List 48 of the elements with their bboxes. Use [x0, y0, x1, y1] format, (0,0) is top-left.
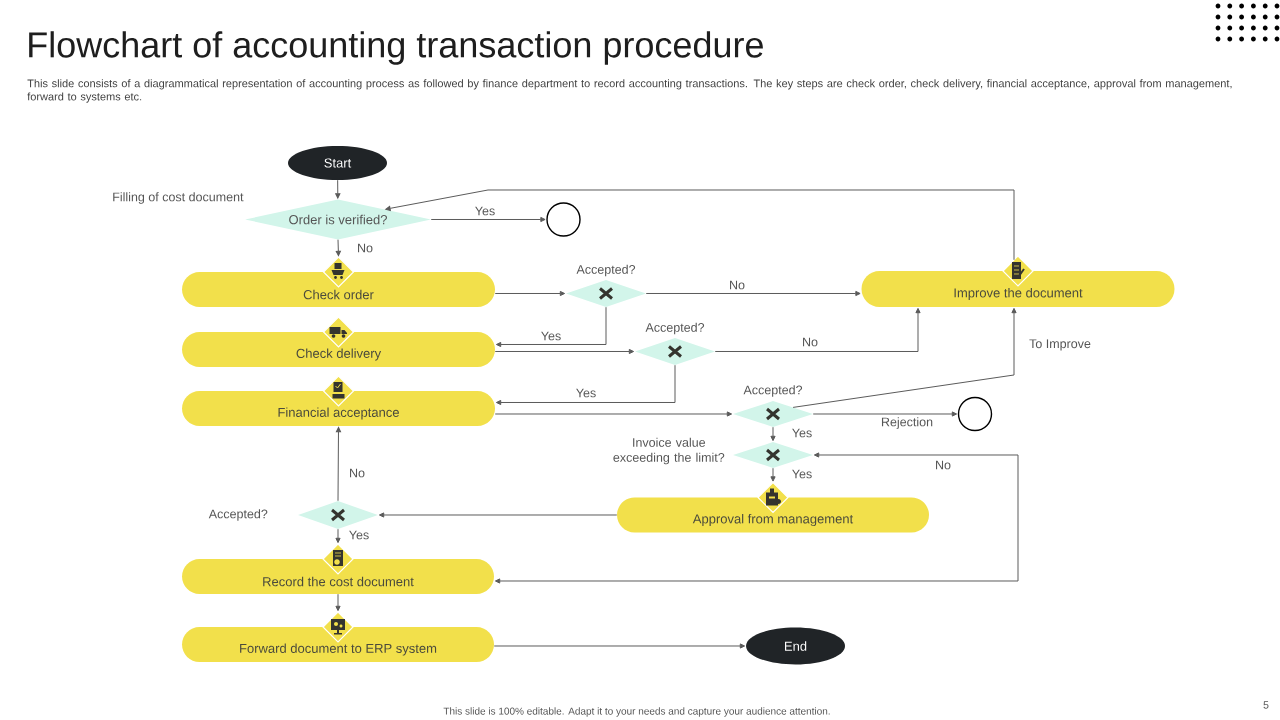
edge-label: No — [350, 468, 365, 478]
arrow — [493, 643, 746, 649]
arrow — [494, 411, 733, 417]
arrow — [335, 426, 342, 502]
arrow — [378, 512, 618, 518]
description-text: This slide consists of a diagrammatical representation of accounting process as followed by finance department to record accounting transactions. The key steps are check order, check delivery, financial acceptance, approval from management, forward to systems etc. — [27, 79, 1232, 103]
end-circle — [957, 396, 993, 432]
arrow — [335, 179, 341, 199]
arrow — [770, 426, 776, 442]
arrow — [714, 307, 921, 352]
arrow — [385, 189, 1015, 261]
edge-label: No — [730, 280, 745, 290]
arrow — [770, 467, 776, 482]
edge-label: No — [803, 337, 818, 347]
arrow — [335, 593, 341, 612]
page-number: 5 — [1263, 701, 1269, 709]
double-arrow — [494, 452, 1019, 584]
arrow — [792, 307, 1017, 408]
edge-label: Yes — [792, 469, 812, 479]
decision-label: Accepted? — [743, 385, 803, 397]
arrow — [430, 216, 546, 223]
edge-label: Yes — [349, 530, 369, 540]
decision-label: Invoice value exceeding the limit? — [613, 437, 725, 465]
edge-label: No — [936, 460, 951, 470]
edge-label: To Improve — [1029, 339, 1091, 351]
terminal-oval: Start — [288, 146, 387, 180]
arrow — [494, 348, 635, 355]
arrow — [335, 528, 341, 544]
arrow — [335, 239, 341, 257]
end-circle — [546, 202, 581, 237]
arrow — [495, 306, 607, 348]
edge-label: No — [358, 243, 373, 253]
arrow — [812, 411, 958, 417]
edge-label: Rejection — [881, 417, 933, 429]
footer-text: This slide is 100% editable. Adapt it to your needs and capture your audience attention. — [443, 707, 830, 717]
terminal-oval: End — [746, 627, 845, 665]
decision-label: Accepted? — [645, 322, 705, 335]
edge-label: Yes — [541, 331, 561, 341]
decision-label: Accepted? — [576, 264, 636, 277]
edge-label: Yes — [576, 388, 596, 398]
title: Flowchart of accounting transaction procedure — [29, 31, 763, 65]
arrow — [645, 290, 861, 297]
edge-label: Yes — [792, 428, 812, 438]
arrow — [494, 290, 566, 297]
arrow — [495, 364, 676, 406]
edge-label: Yes — [475, 206, 495, 216]
side-note: Filling of cost document — [113, 192, 244, 204]
decision-label: Accepted? — [208, 509, 268, 521]
